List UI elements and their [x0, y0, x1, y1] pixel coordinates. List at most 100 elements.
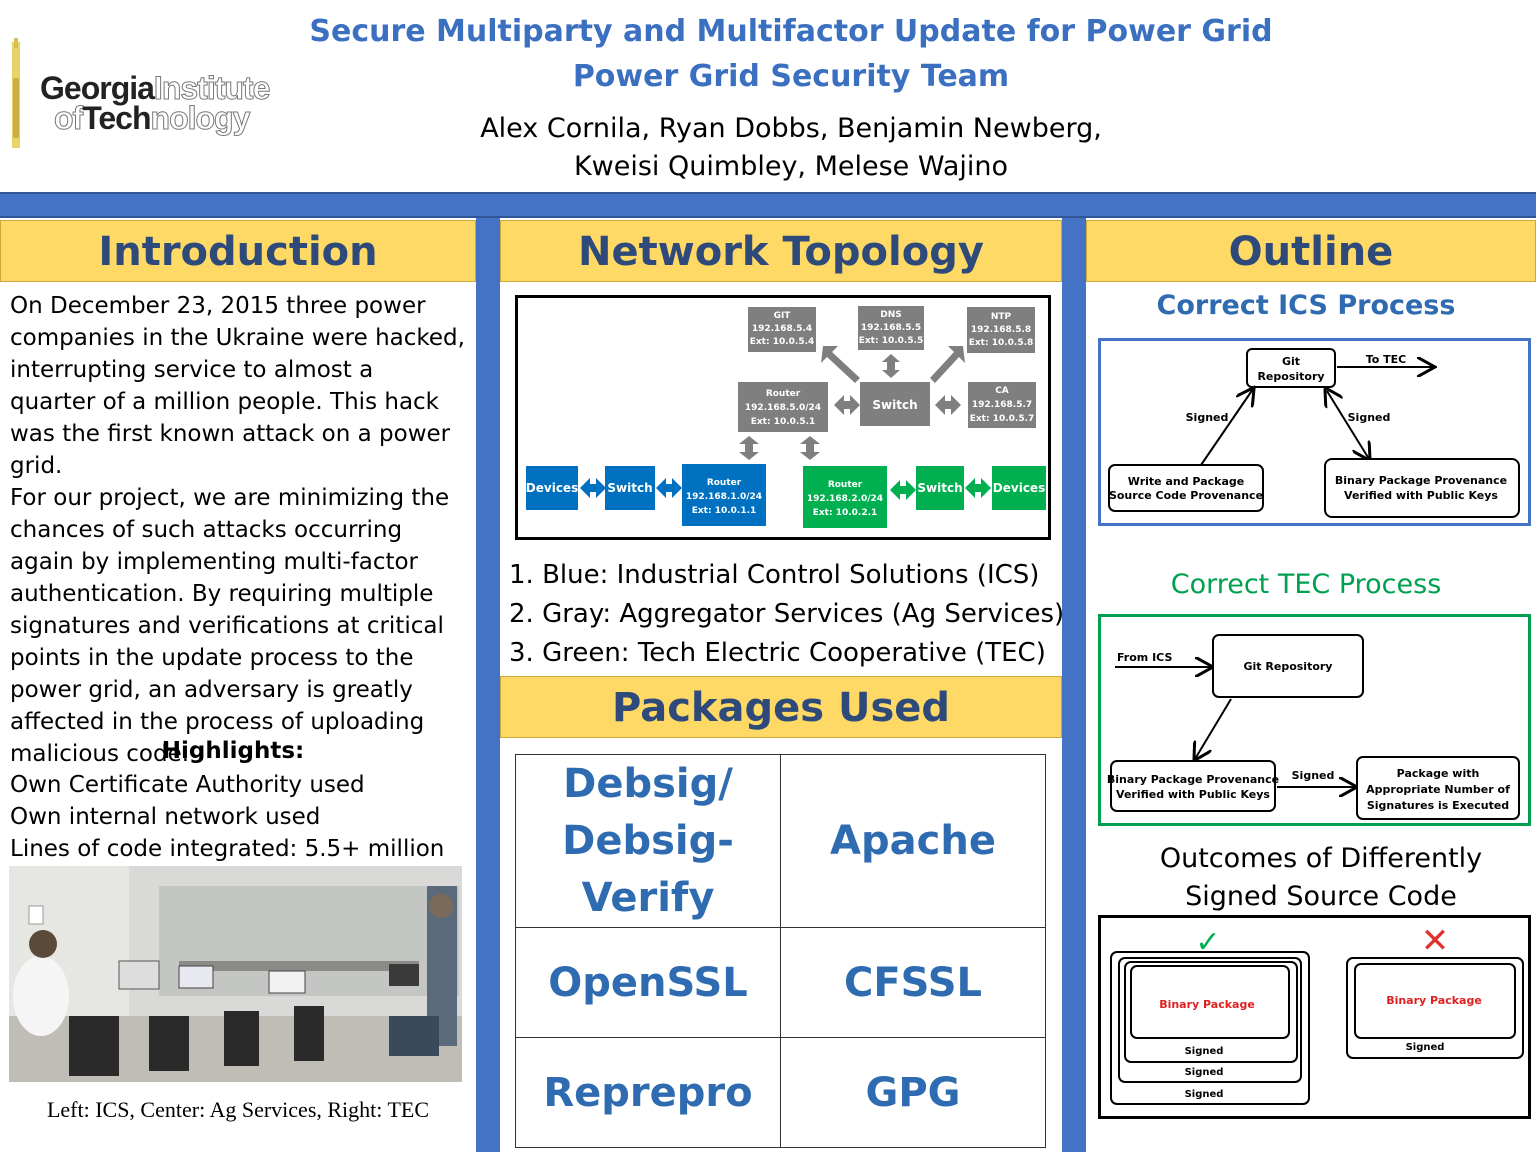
ics-signed-left: Signed — [1186, 411, 1229, 424]
package-cell-apache: Apache — [780, 754, 1046, 928]
router-gray-ext: Ext: 10.0.5.1 — [751, 417, 816, 427]
tec-git-box — [1212, 634, 1364, 698]
package-cell-cfssl: CFSSL — [780, 927, 1046, 1038]
arrow-devices-switch-blue — [580, 478, 606, 498]
package-debsig-line3: Verify — [581, 874, 715, 921]
ics-write-to-git-arrow — [1200, 389, 1253, 466]
arrow-git-switch — [821, 346, 860, 383]
node-router-gray: Router 192.168.5.0/24 Ext: 10.0.5.1 — [738, 382, 828, 432]
switch-blue-label: Switch — [607, 481, 652, 495]
authors: Alex Cornila, Ryan Dobbs, Benjamin Newbe… — [0, 110, 1536, 186]
ics-binary-label-2: Verified with Public Keys — [1344, 489, 1498, 502]
node-switch-green: Switch — [916, 466, 964, 510]
ca-label: CA — [995, 386, 1009, 396]
ntp-ip: 192.168.5.8 — [971, 325, 1031, 335]
ics-git-box — [1246, 348, 1336, 388]
authors-line-2: Kweisi Quimbley, Melese Wajino — [573, 151, 1009, 182]
outcomes-title: Outcomes of Differently Signed Source Co… — [1086, 840, 1536, 916]
node-switch-blue: Switch — [605, 466, 655, 510]
ics-git-label-2: Repository — [1257, 370, 1324, 383]
node-ca: CA 192.168.5.7 Ext: 10.0.5.7 — [968, 382, 1036, 428]
outcome-left-package-box — [1130, 965, 1290, 1039]
package-cell-openssl: OpenSSL — [515, 927, 781, 1038]
router-green-ext: Ext: 10.0.2.1 — [813, 508, 878, 518]
arrow-router-blue — [739, 436, 759, 460]
ics-binary-label-1: Binary Package Provenance — [1335, 474, 1507, 487]
arrow-router-switch-green — [890, 480, 916, 500]
node-dns: DNS 192.168.5.5 Ext: 10.0.5.5 — [858, 306, 924, 350]
dns-ext: Ext: 10.0.5.5 — [859, 336, 924, 346]
introduction-text: On December 23, 2015 three power compani… — [10, 290, 465, 770]
lab-photo — [9, 866, 462, 1082]
outcome-right-package-label: Binary Package — [1386, 994, 1482, 1007]
node-router-green: Router 192.168.2.0/24 Ext: 10.0.2.1 — [803, 466, 887, 528]
ics-signed-right: Signed — [1348, 411, 1391, 424]
dns-ip: 192.168.5.5 — [861, 323, 921, 333]
outcomes-title-line2: Signed Source Code — [1185, 881, 1457, 912]
ntp-ext: Ext: 10.0.5.8 — [969, 338, 1034, 348]
legend-item-green: 3. Green: Tech Electric Cooperative (TEC… — [509, 638, 1046, 668]
outline-heading: Outline — [1086, 220, 1536, 282]
poster-subtitle: Power Grid Security Team — [572, 59, 1010, 94]
legend-item-blue: 1. Blue: Industrial Control Solutions (I… — [509, 560, 1040, 590]
arrow-switch-devices-green — [965, 478, 991, 498]
tec-package-label-3: Signatures is Executed — [1367, 799, 1509, 812]
highlights-title: Highlights: — [161, 738, 305, 764]
legend-item-gray: 2. Gray: Aggregator Services (Ag Service… — [509, 599, 1065, 629]
outcome-left-signed-3: Signed — [1185, 1089, 1224, 1100]
package-cell-debsig: Debsig/ Debsig- Verify — [515, 754, 781, 928]
tower-icon — [12, 38, 20, 148]
gray-arrows — [739, 346, 965, 460]
package-cell-reprepro: Reprepro — [515, 1037, 781, 1148]
highlight-item: Own internal network used — [10, 804, 321, 830]
lab-photo-illustration — [9, 866, 462, 1082]
router-green-ip: 192.168.2.0/24 — [807, 494, 883, 504]
tec-signed-label: Signed — [1292, 769, 1335, 782]
router-gray-label: Router — [766, 389, 801, 399]
ics-process-title: Correct ICS Process — [1156, 290, 1456, 321]
arrow-ntp-switch — [930, 346, 965, 383]
ca-ip: 192.168.5.7 — [972, 400, 1032, 410]
topology-svg: GIT 192.168.5.4 Ext: 10.0.5.4 DNS 192.16… — [526, 306, 1046, 528]
tec-process-title: Correct TEC Process — [1170, 569, 1442, 600]
logo-line1: GeorgiaInstitute — [40, 70, 271, 107]
ics-binary-box — [1324, 458, 1520, 518]
packages-used-heading: Packages Used — [500, 676, 1062, 738]
poster-title: Secure Multiparty and Multifactor Update… — [309, 14, 1273, 49]
column-separator-1 — [476, 218, 500, 1152]
column-separator-2 — [1062, 218, 1086, 1152]
authors-line-1: Alex Cornila, Ryan Dobbs, Benjamin Newbe… — [480, 113, 1102, 144]
ca-ext: Ext: 10.0.5.7 — [970, 414, 1035, 424]
ics-git-label-1: Git — [1282, 355, 1300, 368]
ics-process-diagram: Git Repository To TEC Signed Signed Writ… — [1098, 338, 1531, 526]
git-ip: 192.168.5.4 — [752, 324, 812, 334]
tec-package-label-1: Package with — [1397, 767, 1480, 780]
router-blue-ext: Ext: 10.0.1.1 — [692, 506, 757, 516]
logo-line2: ofTechnology — [53, 100, 250, 137]
tec-binary-label-2: Verified with Public Keys — [1116, 788, 1270, 801]
intro-paragraph-1: On December 23, 2015 three power compani… — [10, 293, 465, 479]
package-cell-gpg: GPG — [780, 1037, 1046, 1148]
tec-git-label: Git Repository — [1244, 660, 1333, 673]
node-switch-gray: Switch — [860, 382, 930, 426]
tec-package-label-2: Appropriate Number of — [1366, 783, 1510, 796]
outcomes-diagram: ✓ ✕ Binary Package Signed Signed Signed … — [1098, 915, 1531, 1119]
switch-gray-label: Switch — [872, 398, 917, 412]
tec-git-to-binary-arrow — [1195, 698, 1232, 759]
node-git: GIT 192.168.5.4 Ext: 10.0.5.4 — [748, 307, 816, 352]
dns-label: DNS — [880, 310, 902, 320]
tec-from-ics-label: From ICS — [1117, 651, 1172, 664]
outcome-left-signed-1: Signed — [1185, 1046, 1224, 1057]
outcomes-title-line1: Outcomes of Differently — [1159, 843, 1483, 874]
outcome-left-signed-2: Signed — [1185, 1067, 1224, 1078]
router-green-label: Router — [828, 480, 863, 490]
header-divider-bar — [0, 192, 1536, 218]
tec-binary-label-1: Binary Package Provenance — [1107, 773, 1279, 786]
introduction-heading: Introduction — [0, 220, 476, 282]
ics-write-label-1: Write and Package — [1128, 475, 1244, 488]
tec-process-diagram: From ICS Git Repository Binary Package P… — [1098, 614, 1531, 826]
git-label: GIT — [774, 311, 792, 321]
git-ext: Ext: 10.0.5.4 — [750, 337, 815, 347]
arrow-switch-router-blue — [656, 478, 682, 498]
packages-table: Debsig/ Debsig- Verify Apache OpenSSL CF… — [515, 754, 1046, 1148]
